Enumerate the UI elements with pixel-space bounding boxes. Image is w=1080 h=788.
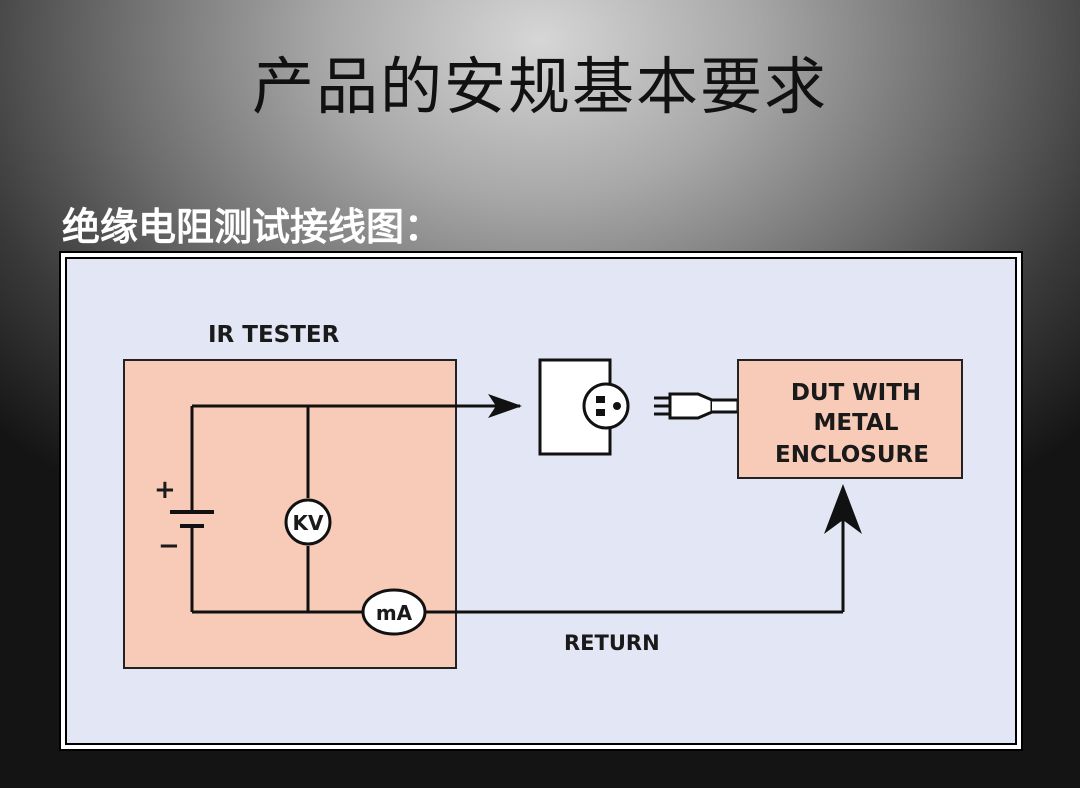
ma-meter-icon: [361, 588, 427, 636]
outlet-socket-icon: [582, 382, 630, 430]
dut-label-line3: ENCLOSURE: [775, 442, 929, 468]
return-label: RETURN: [564, 631, 660, 655]
kv-meter-icon: [284, 498, 332, 546]
slide-title: 产品的安规基本要求: [251, 50, 828, 123]
ir-tester-label: IR TESTER: [208, 322, 340, 348]
dut-box: [737, 359, 963, 479]
slide-subtitle: 绝缘电阻测试接线图：: [62, 205, 443, 249]
output-arrow-icon: [488, 394, 522, 418]
kv-meter-label: KV: [293, 511, 324, 535]
battery-plus-label: +: [154, 475, 176, 505]
dut-label-line2: METAL: [814, 410, 899, 436]
dut-label-line1: DUT WITH: [791, 380, 921, 406]
tester-wiring: [190, 404, 845, 614]
power-plug-icon: [654, 392, 740, 420]
ma-meter-label: mA: [376, 601, 413, 625]
battery-minus-label: −: [158, 531, 180, 561]
return-arrow-icon: [824, 484, 862, 534]
battery-icon: [170, 510, 214, 540]
